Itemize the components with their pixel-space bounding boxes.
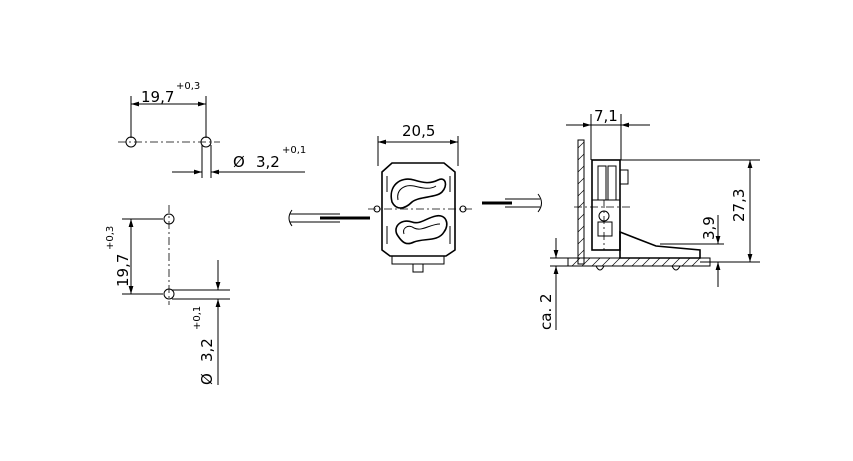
hole-right bbox=[200, 136, 212, 148]
diameter-tolerance: +0,1 bbox=[282, 145, 306, 156]
diameter-tolerance-vertical: +0,1 bbox=[192, 306, 203, 330]
lampholder-side-view: 7,1 bbox=[537, 107, 760, 330]
holder-base bbox=[391, 255, 445, 265]
spacing-label-vertical: 19,7 bbox=[114, 254, 132, 287]
width-label: 20,5 bbox=[402, 122, 435, 140]
diameter-symbol: Ø bbox=[233, 153, 245, 171]
lampholder-front-view: 20,5 bbox=[368, 122, 472, 273]
slot-upper bbox=[390, 178, 447, 209]
spacing-tolerance-vertical: +0,3 bbox=[105, 226, 116, 250]
hole-left bbox=[125, 136, 137, 148]
slot-lower bbox=[395, 214, 448, 245]
plate-thickness-label: ca. 2 bbox=[537, 293, 555, 330]
diameter-symbol-vertical: Ø bbox=[198, 373, 216, 385]
diameter-label: 3,2 bbox=[256, 153, 280, 171]
holder-pin bbox=[412, 263, 424, 273]
holder-body bbox=[381, 162, 456, 257]
wire-right bbox=[482, 193, 542, 213]
hole-bottom bbox=[163, 288, 175, 300]
hole-pattern-vertical: 19,7 +0,3 Ø 3,2 +0,1 bbox=[105, 205, 230, 385]
hole-top bbox=[163, 213, 175, 225]
spacing-tolerance: +0,3 bbox=[176, 81, 200, 92]
diameter-label-vertical: 3,2 bbox=[198, 338, 216, 362]
pin-height-label: 3,9 bbox=[700, 216, 718, 240]
wire-left bbox=[288, 209, 370, 227]
spacing-label: 19,7 bbox=[141, 88, 174, 106]
hole-pattern-horizontal: 19,7 +0,3 Ø 3,2 +0,1 bbox=[118, 81, 306, 178]
depth-label: 7,1 bbox=[594, 107, 618, 125]
side-body bbox=[591, 159, 621, 251]
side-foot bbox=[619, 230, 701, 259]
height-label: 27,3 bbox=[730, 189, 748, 222]
mounting-wall bbox=[577, 139, 585, 265]
